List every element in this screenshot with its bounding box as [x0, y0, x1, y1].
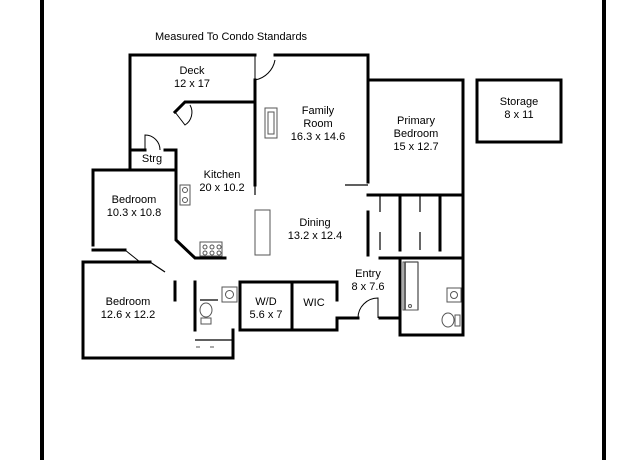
room-label-entry: Entry 8 x 7.6 [351, 268, 384, 294]
room-name: Storage [499, 96, 539, 108]
room-name: W/D [255, 296, 277, 308]
room-name: Bedroom [111, 194, 157, 206]
room-label-wd: W/D 5.6 x 7 [249, 296, 282, 322]
room-name: Family Room [301, 105, 335, 130]
room-size: 20 x 10.2 [199, 182, 245, 194]
room-label-bedroom-2: Bedroom 12.6 x 12.2 [101, 296, 155, 322]
room-name: Entry [355, 268, 381, 280]
room-name: Primary Bedroom [393, 115, 439, 140]
room-size: 13.2 x 12.4 [287, 230, 343, 242]
room-size: 12.6 x 12.2 [100, 309, 156, 321]
page-border [40, 0, 606, 460]
room-size: 8 x 11 [504, 109, 534, 121]
room-label-primary-bedroom: Primary Bedroom 15 x 12.7 [393, 115, 438, 154]
room-size: 15 x 12.7 [393, 141, 439, 153]
room-label-bedroom-1: Bedroom 10.3 x 10.8 [107, 194, 161, 220]
room-name: Strg [141, 153, 163, 165]
room-name: Deck [179, 65, 205, 77]
room-name: Bedroom [105, 296, 151, 308]
room-size: 5.6 x 7 [249, 309, 283, 321]
door-swings [124, 55, 379, 319]
fixtures [179, 107, 462, 348]
room-label-storage: Storage 8 x 11 [500, 96, 539, 122]
room-name: WIC [303, 297, 325, 309]
room-size: 16.3 x 14.6 [290, 131, 346, 143]
walls [81, 53, 563, 360]
room-label-dining: Dining 13.2 x 12.4 [288, 217, 342, 243]
room-size: 10.3 x 10.8 [106, 207, 162, 219]
room-label-kitchen: Kitchen 20 x 10.2 [199, 169, 244, 195]
page-title: Measured To Condo Standards [155, 31, 308, 43]
room-label-wic: WIC [303, 297, 324, 310]
room-size: 8 x 7.6 [351, 281, 385, 293]
room-label-family-room: Family Room 16.3 x 14.6 [291, 105, 345, 144]
room-name: Dining [299, 217, 331, 229]
room-label-deck: Deck 12 x 17 [174, 65, 210, 91]
room-label-strg: Strg [142, 153, 162, 166]
room-size: 12 x 17 [173, 78, 211, 90]
room-name: Kitchen [203, 169, 241, 181]
